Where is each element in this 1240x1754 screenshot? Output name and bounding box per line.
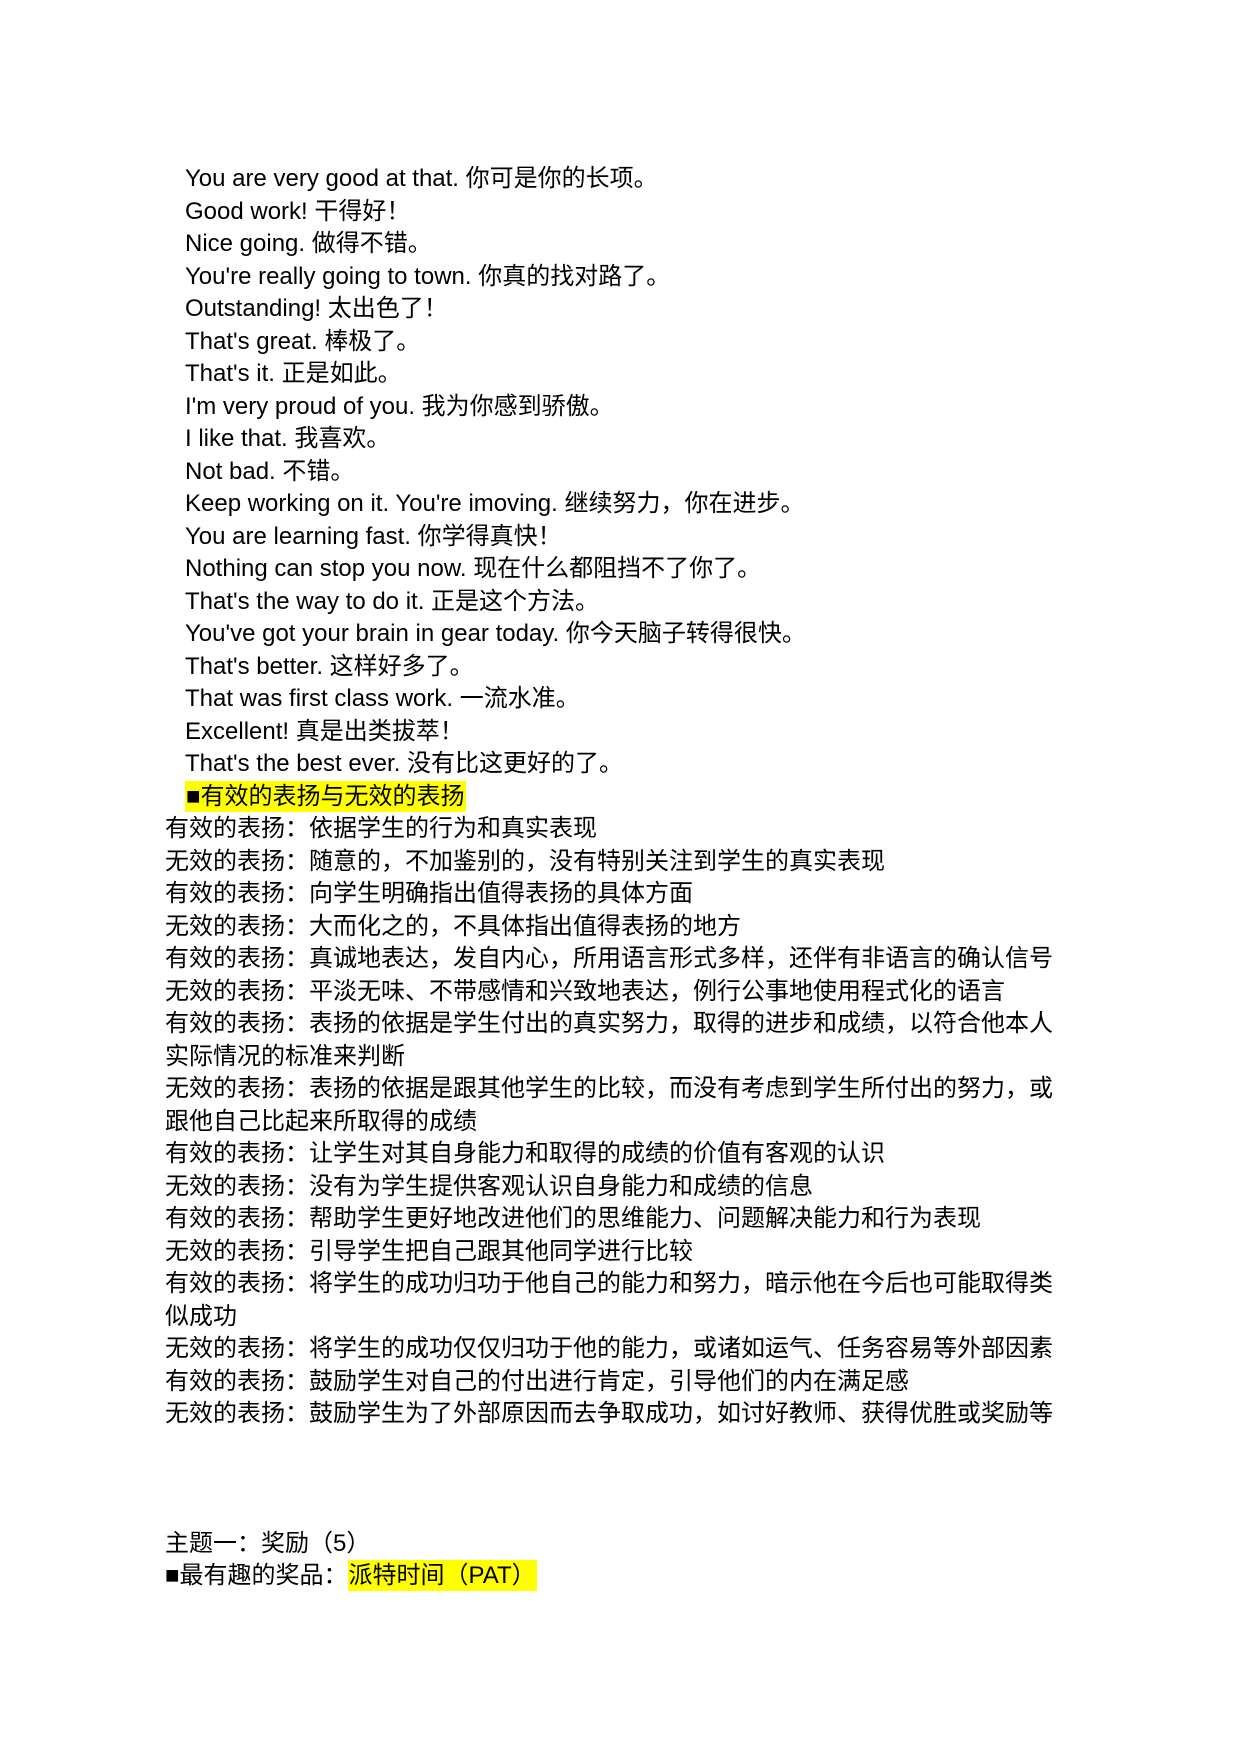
phrase-line: That's the best ever. 没有比这更好的了。 [185, 750, 624, 777]
phrase-line: Nice going. 做得不错。 [185, 230, 432, 257]
phrase-line: That's better. 这样好多了。 [185, 652, 474, 680]
document-body: You are very good at that. 你可是你的长项。 Good… [165, 163, 1070, 1593]
phrase-line: That was first class work. 一流水准。 [185, 685, 580, 712]
praise-item: 无效的表扬：将学生的成功仅仅归功于他的能力，或诸如运气、任务容易等外部因素 [165, 1335, 1053, 1362]
topic-line: 主题一：奖励（5） [165, 1529, 371, 1557]
phrase-line: You've got your brain in gear today. 你今天… [185, 620, 806, 647]
phrase-line: That's great. 棒极了。 [185, 327, 421, 355]
praise-item: 无效的表扬：引导学生把自己跟其他同学进行比较 [165, 1237, 693, 1265]
praise-item: 无效的表扬：鼓励学生为了外部原因而去争取成功，如讨好教师、获得优胜或奖励等 [165, 1400, 1053, 1427]
section-heading-praise: ■有效的表扬与无效的表扬 [165, 780, 1070, 814]
reward-highlight: 派特时间（PAT） [347, 1560, 537, 1591]
praise-item: 有效的表扬：帮助学生更好地改进他们的思维能力、问题解决能力和行为表现 [165, 1205, 981, 1232]
phrase-line: I like that. 我喜欢。 [185, 425, 391, 452]
praise-item: 无效的表扬：表扬的依据是跟其他学生的比较，而没有考虑到学生所付出的努力，或 跟他… [165, 1075, 1053, 1135]
praise-item: 有效的表扬：将学生的成功归功于他自己的能力和努力，暗示他在今后也可能取得类 似成… [165, 1270, 1053, 1330]
phrase-line: Nothing can stop you now. 现在什么都阻挡不了你了。 [185, 555, 762, 582]
phrase-line: You're really going to town. 你真的找对路了。 [185, 262, 671, 290]
footer-section: 主题一：奖励（5） ■最有趣的奖品：派特时间（PAT） [165, 1528, 1070, 1593]
phrase-line: I'm very proud of you. 我为你感到骄傲。 [185, 392, 614, 420]
phrase-line: Outstanding! 太出色了！ [185, 295, 448, 322]
phrase-line: Excellent! 真是出类拔萃！ [185, 717, 464, 745]
phrase-line: You are learning fast. 你学得真快！ [185, 522, 562, 550]
phrase-line: You are very good at that. 你可是你的长项。 [185, 165, 658, 192]
praise-item: 无效的表扬：平淡无味、不带感情和兴致地表达，例行公事地使用程式化的语言 [165, 977, 1005, 1005]
praise-item: 无效的表扬：没有为学生提供客观认识自身能力和成绩的信息 [165, 1172, 813, 1200]
praise-item: 有效的表扬：让学生对其自身能力和取得的成绩的价值有客观的认识 [165, 1140, 885, 1167]
phrase-line: Keep working on it. You're imoving. 继续努力… [185, 490, 805, 517]
highlighted-heading-text: ■有效的表扬与无效的表扬 [185, 780, 466, 812]
phrase-line: Not bad. 不错。 [185, 457, 355, 485]
praise-item: 有效的表扬：向学生明确指出值得表扬的具体方面 [165, 880, 693, 907]
reward-label: ■最有趣的奖品： [165, 1562, 348, 1589]
praise-item: 有效的表扬：真诚地表达，发自内心，所用语言形式多样，还伴有非语言的确认信号 [165, 945, 1053, 972]
praise-item: 无效的表扬：随意的，不加鉴别的，没有特别关注到学生的真实表现 [165, 847, 885, 875]
praise-item: 有效的表扬：依据学生的行为和真实表现 [165, 815, 597, 842]
phrase-line: Good work! 干得好！ [185, 197, 411, 225]
reward-line: ■最有趣的奖品：派特时间（PAT） [165, 1560, 1070, 1593]
phrase-line: That's it. 正是如此。 [185, 360, 402, 387]
praise-item: 无效的表扬：大而化之的，不具体指出值得表扬的地方 [165, 912, 741, 940]
praise-item: 有效的表扬：表扬的依据是学生付出的真实努力，取得的进步和成绩，以符合他本人 实际… [165, 1010, 1053, 1070]
phrase-line: That's the way to do it. 正是这个方法。 [185, 587, 600, 615]
praise-item: 有效的表扬：鼓励学生对自己的付出进行肯定，引导他们的内在满足感 [165, 1367, 909, 1395]
